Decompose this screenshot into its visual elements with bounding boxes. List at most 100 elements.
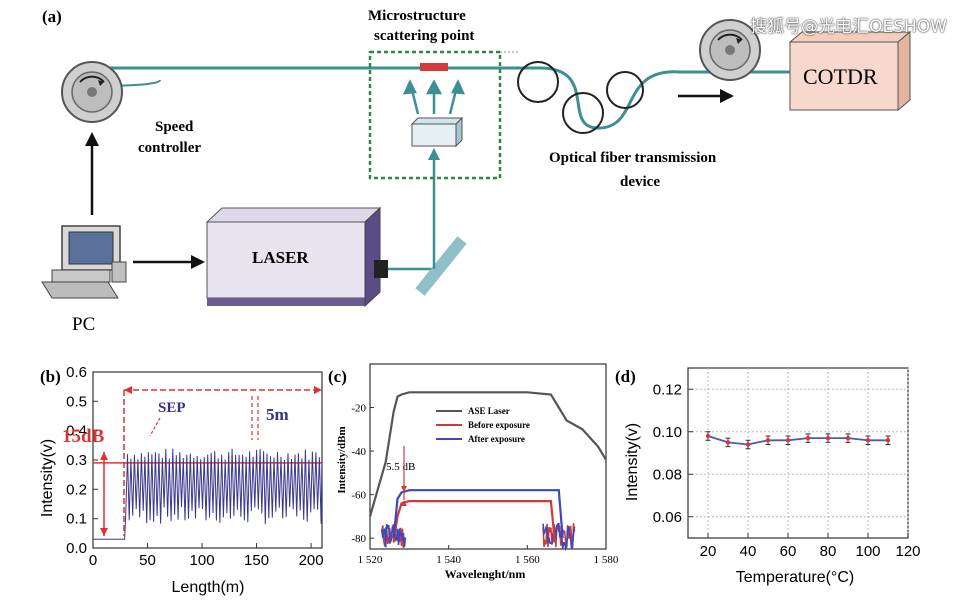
panel-b-xlabel: Length(m) [172, 579, 245, 596]
b-ytick-label: 0.6 [66, 364, 87, 381]
panel-a: (a) Speed controller PC [41, 7, 912, 335]
d-data-point [845, 435, 851, 441]
d-data-point [785, 438, 791, 443]
d-data-point [865, 438, 871, 443]
panel-c-frame [369, 363, 607, 550]
panel-c-ylabel: Intensity/dBm [336, 426, 348, 493]
b-ytick-label: 0.0 [66, 540, 87, 557]
b-xtick-label: 100 [190, 552, 215, 569]
microstructure-title-1: Microstructure [368, 8, 466, 24]
d-data-point [825, 435, 831, 441]
c-xtick-label: 1 580 [594, 554, 619, 566]
c-ytick-label: -60 [351, 490, 366, 502]
d-series-line [707, 435, 888, 446]
b-span-arrowhead-left [124, 386, 132, 394]
d-data-point [725, 440, 731, 445]
b-sep-pointer [149, 417, 161, 437]
b-15db-arrowhead-down [100, 528, 108, 536]
microstructure-box [368, 50, 502, 180]
c-series-line-2 [392, 489, 564, 539]
b-5m-label: 5m [266, 405, 289, 424]
panel-b-label: (b) [40, 367, 61, 386]
watermark: 搜狐号@光电汇OESHOW [750, 17, 947, 37]
fiber-loop-1 [517, 61, 559, 103]
d-ytick-label: 0.12 [653, 381, 682, 398]
d-xtick-label: 60 [780, 543, 797, 560]
panel-d-label: (d) [615, 367, 636, 386]
fiber-loop-3 [606, 71, 644, 109]
d-ytick-label: 0.08 [653, 466, 682, 483]
c-ytick-label: -80 [351, 533, 366, 545]
c-55db-label: 5.5 dB [386, 461, 415, 473]
right-spool-icon [699, 19, 761, 81]
b-ytick-label: 0.2 [66, 481, 87, 498]
d-xtick-label: 20 [700, 543, 717, 560]
b-15db-label: 15dB [62, 426, 105, 447]
d-data-point [765, 438, 771, 443]
b-ytick-label: 0.1 [66, 511, 87, 528]
b-ytick-label: 0.5 [66, 393, 87, 410]
panel-b-annotations: 15dB SEP 5m [62, 386, 322, 536]
b-xtick-label: 0 [89, 552, 97, 569]
laser-label: LASER [252, 248, 309, 267]
c-noise-floor [542, 522, 576, 552]
d-ytick-label: 0.06 [653, 509, 682, 526]
c-xtick-label: 1 540 [436, 554, 461, 566]
c-ytick-label: -40 [351, 446, 366, 458]
panel-d-frame [687, 367, 909, 539]
speed-controller-label-2: controller [138, 140, 201, 156]
legend-before-label: Before exposure [468, 420, 530, 430]
legend-ase-label: ASE Laser [468, 406, 510, 416]
c-series-line-1 [392, 500, 556, 543]
d-xtick-label: 80 [820, 543, 837, 560]
d-data-point [745, 442, 751, 447]
transmission-arrowhead [720, 89, 734, 103]
speed-controller-label-1: Speed [155, 119, 194, 135]
b-15db-arrowhead-up [100, 452, 108, 460]
c-xtick-label: 1 520 [358, 554, 383, 566]
laser-box [205, 206, 388, 308]
panel-d-ylabel: Intensity(v) [624, 423, 641, 501]
scattering-point [420, 63, 448, 71]
b-xtick-label: 50 [139, 552, 156, 569]
c-series-line-0 [368, 391, 607, 517]
pc-to-laser-arrowhead [191, 255, 205, 269]
fiber-device-label-1: Optical fiber transmission [549, 150, 717, 166]
mirror-icon [415, 236, 467, 296]
lens-block [410, 116, 464, 148]
cotdr-label: COTDR [803, 64, 878, 89]
d-xtick-label: 40 [740, 543, 757, 560]
microstructure-title-2: scattering point [374, 28, 474, 44]
fiber-loop-2 [562, 92, 604, 134]
panel-d-chart: (d) Intensity(v) Temperature(°C) 20 40 60 8… [615, 367, 921, 586]
panel-b-chart: (b) Intensity(v) Length(m) 0 50 100 150 200 0… [39, 364, 324, 596]
pc-to-spool-arrowhead [85, 132, 99, 146]
c-ytick-label: -20 [351, 403, 366, 415]
fiber-line-loops [539, 66, 790, 130]
c-55db-arrowhead-down [401, 486, 407, 492]
d-data-point [805, 435, 811, 441]
panel-c-chart: (c) Intensity/dBm Wavelenght/nm 1 520 1 5… [328, 363, 619, 581]
cotdr-box [788, 30, 912, 112]
panel-c-xlabel: Wavelenght/nm [445, 567, 526, 581]
d-ytick-label: 0.10 [653, 424, 682, 441]
b-span-arrowhead-right [314, 386, 322, 394]
d-data-point [705, 433, 711, 439]
laser-beam-arrowhead [428, 148, 440, 160]
panel-c-legend: ASE Laser Before exposure After exposure [436, 406, 530, 444]
b-sep-label: SEP [158, 400, 186, 416]
pc-label: PC [72, 314, 95, 335]
b-ytick-label: 0.4 [66, 423, 87, 440]
left-spool-icon [61, 61, 123, 123]
b-xtick-label: 200 [299, 552, 324, 569]
panel-d-xlabel: Temperature(°C) [736, 569, 854, 586]
c-55db-arrowhead-up [401, 500, 407, 506]
panel-a-label: (a) [42, 7, 62, 26]
d-data-point [885, 438, 891, 443]
panel-c-label: (c) [328, 367, 347, 386]
panel-b-ylabel: Intensity(v) [39, 439, 56, 517]
d-xtick-label: 100 [855, 543, 880, 560]
b-trace-line [93, 448, 323, 540]
b-xtick-label: 150 [244, 552, 269, 569]
